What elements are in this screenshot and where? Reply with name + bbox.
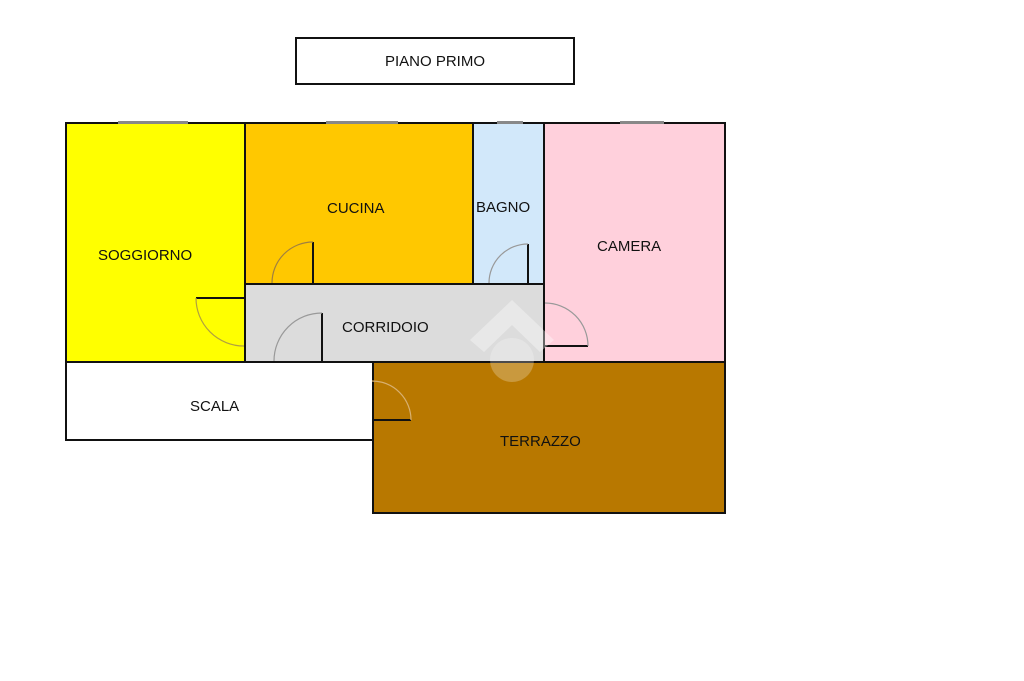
label-corridoio: CORRIDOIO — [342, 319, 429, 336]
label-cucina: CUCINA — [327, 200, 385, 217]
label-terrazzo: TERRAZZO — [500, 433, 581, 450]
floor-title: PIANO PRIMO — [295, 37, 575, 85]
label-camera: CAMERA — [597, 238, 662, 255]
room-scala — [65, 361, 374, 441]
window-soggiorno — [118, 121, 188, 124]
label-bagno: BAGNO — [476, 199, 531, 216]
window-bagno — [497, 121, 523, 124]
window-camera — [620, 121, 664, 124]
label-scala: SCALA — [190, 398, 240, 415]
room-soggiorno — [65, 122, 246, 363]
room-terrazzo — [372, 361, 726, 514]
window-cucina — [326, 121, 398, 124]
label-soggiorno: SOGGIORNO — [98, 247, 193, 264]
